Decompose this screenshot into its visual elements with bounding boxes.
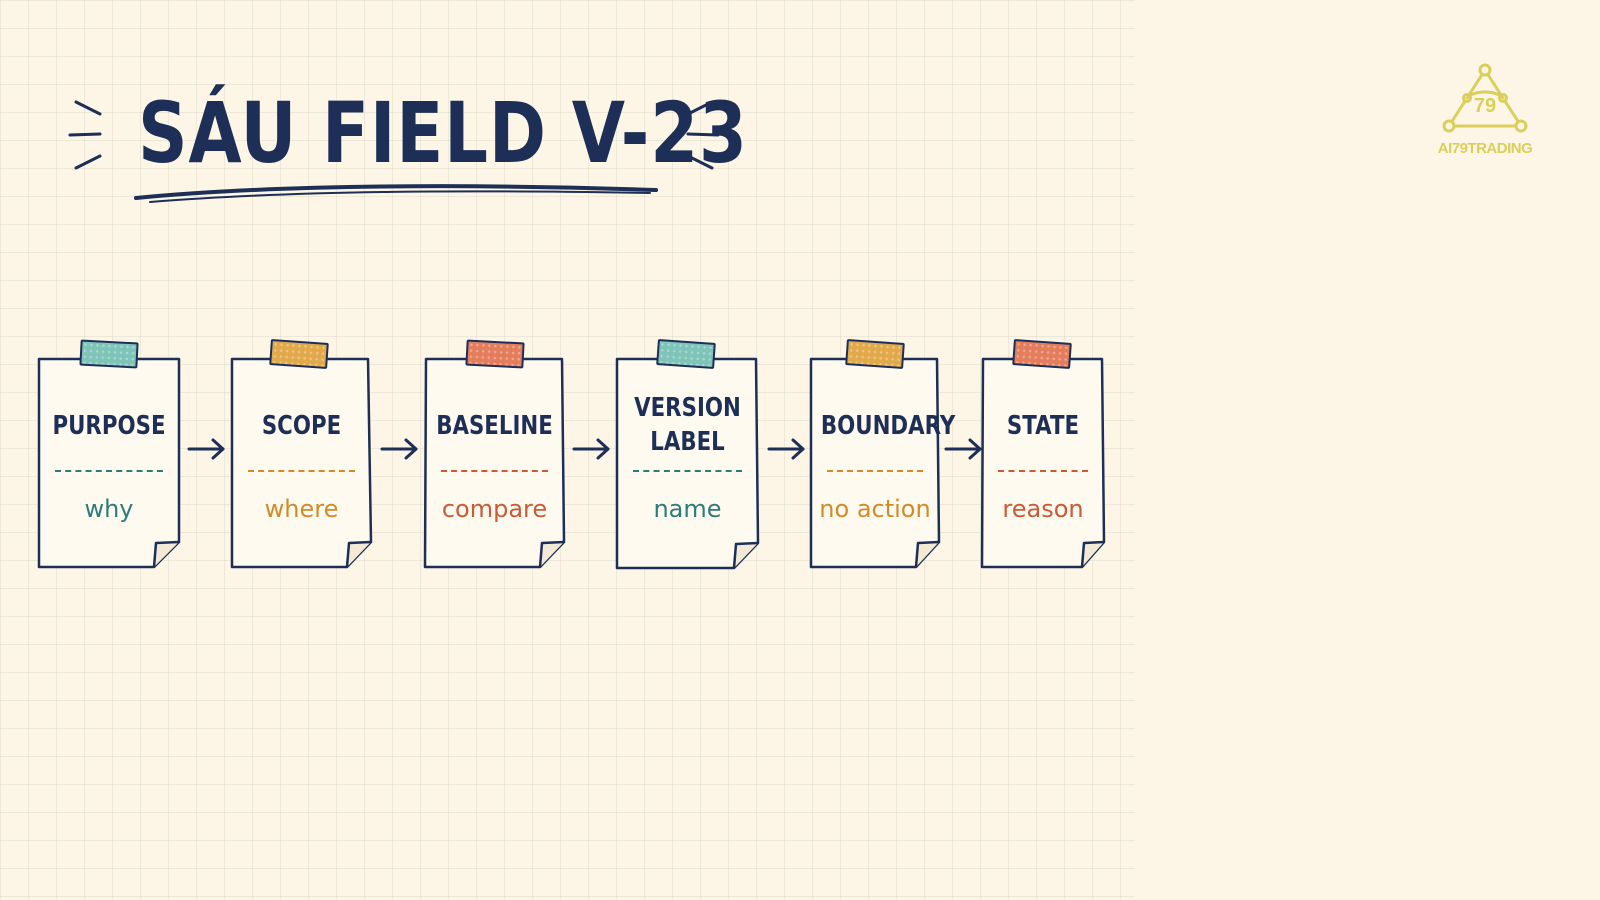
card-subtitle: name	[653, 495, 722, 523]
brand-logo: 79 AI79TRADING	[1425, 60, 1545, 160]
right-burst-line-2	[686, 132, 720, 137]
card-subtitle: no action	[819, 495, 931, 523]
field-card: BOUNDARY no action	[809, 339, 956, 569]
dashed-divider	[998, 470, 1088, 472]
page-title: SÁU FIELD V-23	[138, 84, 748, 182]
paper-sheet	[980, 357, 1106, 569]
card-subtitle: where	[264, 495, 339, 523]
paper-sheet	[615, 357, 760, 570]
card-subtitle: why	[84, 495, 134, 523]
card-subtitle: reason	[1002, 495, 1084, 523]
card-title: VERSION LABEL	[634, 393, 741, 457]
logo-badge: 79	[1474, 95, 1496, 117]
left-burst-line-2	[68, 132, 102, 137]
title-decoration	[68, 100, 720, 203]
logo-triangle-icon: 79	[1442, 63, 1528, 133]
tape-strip	[1012, 339, 1072, 369]
field-flow: PURPOSE why SCOPE where BASELINE compare…	[37, 339, 1106, 570]
paper-sheet	[809, 357, 941, 569]
paper-sheet	[423, 357, 566, 569]
card-title: SCOPE	[261, 411, 342, 441]
field-card: SCOPE where	[230, 339, 373, 569]
tape-strip	[465, 339, 525, 369]
tape-strip	[656, 339, 716, 369]
flow-arrow-icon	[187, 438, 225, 460]
field-card: BASELINE compare	[423, 339, 566, 569]
title-underline-echo	[149, 190, 651, 203]
dashed-divider	[827, 470, 923, 472]
left-burst-line-3	[74, 154, 102, 170]
dashed-divider	[55, 470, 163, 472]
card-title: BASELINE	[436, 411, 553, 441]
dashed-divider	[633, 470, 742, 472]
dashed-divider	[441, 470, 548, 472]
card-title: BOUNDARY	[820, 411, 956, 441]
paper-sheet	[230, 357, 373, 569]
card-subtitle: compare	[441, 495, 548, 523]
right-burst-line-1	[686, 100, 714, 116]
dashed-divider	[248, 470, 355, 472]
card-title: PURPOSE	[52, 411, 166, 441]
flow-arrow-icon	[572, 438, 610, 460]
field-card: PURPOSE why	[37, 339, 181, 569]
flow-arrow-icon	[944, 438, 982, 460]
flow-arrow-icon	[767, 438, 805, 460]
paper-sheet	[37, 357, 181, 569]
field-card: VERSION LABEL name	[615, 339, 760, 570]
card-title: STATE	[1006, 411, 1080, 441]
title-block: SÁU FIELD V-23	[60, 80, 747, 220]
tape-strip	[269, 339, 329, 369]
logo-text: AI79TRADING	[1437, 140, 1533, 157]
title-underline	[134, 184, 658, 200]
right-burst-line-3	[686, 154, 714, 170]
field-card: STATE reason	[980, 339, 1106, 569]
left-burst-line-1	[74, 100, 102, 116]
flow-arrow-icon	[380, 438, 418, 460]
tape-strip	[79, 339, 139, 369]
tape-strip	[845, 339, 905, 369]
